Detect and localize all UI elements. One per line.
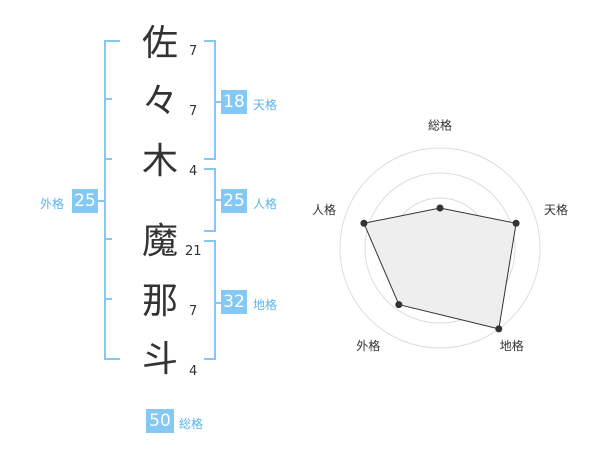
- name-char-5: 那: [142, 281, 179, 322]
- stroke-count-3: 4: [189, 164, 198, 179]
- jinkaku-label: 人格: [253, 197, 278, 211]
- name-char-2: 々: [142, 81, 179, 122]
- stroke-count-2: 7: [189, 104, 198, 119]
- radar-point-1: [436, 204, 444, 212]
- radar-axis-label-2: 天格: [544, 202, 568, 217]
- radar-axis-label-3: 地格: [500, 338, 524, 353]
- stroke-count-6: 4: [189, 364, 198, 379]
- name-char-6: 斗: [142, 339, 179, 380]
- name-char-1: 佐: [142, 23, 179, 64]
- stroke-count-1: 7: [189, 44, 198, 59]
- stroke-count-5: 7: [189, 304, 198, 319]
- radar-point-5: [360, 219, 368, 227]
- radar-axis-label-4: 外格: [356, 338, 380, 353]
- gaikaku-value-badge: 25: [72, 189, 98, 213]
- stroke-count-4: 21: [185, 244, 202, 259]
- jinkaku-connector: [214, 199, 222, 201]
- gaikaku-connector: [96, 200, 106, 202]
- soukaku-label: 総格: [179, 417, 204, 431]
- radar-grid-ring: [339, 147, 541, 349]
- radar-point-3: [495, 325, 503, 333]
- tenkaku-value-badge: 18: [221, 90, 247, 114]
- radar-point-2: [512, 219, 520, 227]
- gaikaku-bracket-tick-4: [104, 298, 112, 300]
- name-char-3: 木: [142, 141, 179, 182]
- tenkaku-bracket: [204, 40, 216, 160]
- soukaku-value-badge: 50: [146, 409, 174, 433]
- gaikaku-bracket-tick-3: [104, 238, 112, 240]
- jinkaku-value-badge: 25: [221, 189, 247, 213]
- gaikaku-bracket-tick-2: [104, 158, 112, 160]
- gaikaku-label: 外格: [40, 197, 65, 211]
- tenkaku-connector: [214, 101, 222, 103]
- chikaku-label: 地格: [253, 298, 278, 312]
- tenkaku-label: 天格: [253, 98, 278, 112]
- gaikaku-bracket-tick-1: [104, 98, 112, 100]
- chikaku-value-badge: 32: [221, 290, 247, 314]
- radar-points: [360, 204, 520, 333]
- radar-axis-label-1: 総格: [428, 118, 452, 133]
- radar-axis-label-5: 人格: [312, 202, 336, 217]
- radar-point-4: [395, 301, 403, 309]
- radar-grid-ring: [364, 172, 516, 324]
- chikaku-bracket: [204, 240, 216, 360]
- radar-data-area: [363, 207, 517, 330]
- name-char-4: 魔: [142, 221, 179, 262]
- chikaku-connector: [214, 302, 222, 304]
